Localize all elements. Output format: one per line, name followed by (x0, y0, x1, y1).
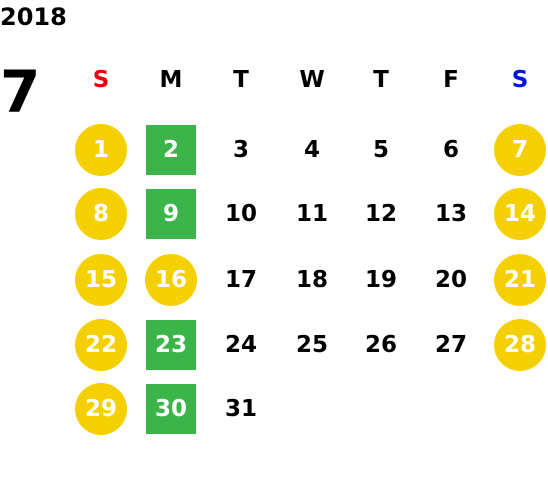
calendar-day[interactable]: 29 (75, 383, 127, 435)
calendar-day[interactable]: 23 (146, 320, 196, 370)
calendar-day[interactable]: 30 (146, 384, 196, 434)
calendar-day[interactable]: 21 (494, 254, 546, 306)
calendar-day[interactable]: 20 (434, 267, 467, 293)
weekday-header: W (299, 67, 325, 93)
calendar-day[interactable]: 28 (494, 319, 546, 371)
weekday-header: F (443, 67, 459, 93)
calendar-day[interactable]: 31 (224, 396, 257, 422)
calendar-day[interactable]: 1 (75, 124, 127, 176)
weekday-header: M (159, 67, 183, 93)
calendar-day[interactable]: 12 (364, 201, 397, 227)
calendar-day[interactable]: 11 (295, 201, 328, 227)
weekday-header: S (511, 67, 529, 93)
calendar-year: 2018 (0, 3, 67, 31)
calendar-day[interactable]: 15 (75, 254, 127, 306)
weekday-header: T (373, 67, 389, 93)
calendar-day[interactable]: 19 (364, 267, 397, 293)
calendar-day[interactable]: 5 (372, 137, 389, 163)
calendar-day[interactable]: 8 (75, 188, 127, 240)
calendar-day[interactable]: 6 (442, 137, 459, 163)
calendar-day[interactable]: 2 (146, 125, 196, 175)
calendar-day[interactable]: 26 (364, 332, 397, 358)
calendar-day[interactable]: 3 (232, 137, 249, 163)
calendar-day[interactable]: 27 (434, 332, 467, 358)
calendar-day[interactable]: 22 (75, 319, 127, 371)
calendar-day[interactable]: 4 (303, 137, 320, 163)
calendar-day[interactable]: 18 (295, 267, 328, 293)
calendar-day[interactable]: 9 (146, 189, 196, 239)
calendar-day[interactable]: 13 (434, 201, 467, 227)
calendar-day[interactable]: 16 (145, 254, 197, 306)
calendar-day[interactable]: 24 (224, 332, 257, 358)
calendar-day[interactable]: 25 (295, 332, 328, 358)
calendar-day[interactable]: 10 (224, 201, 257, 227)
calendar-day[interactable]: 17 (224, 267, 257, 293)
calendar-day[interactable]: 14 (494, 188, 546, 240)
calendar-month: 7 (0, 58, 41, 126)
calendar-day[interactable]: 7 (494, 124, 546, 176)
weekday-header: S (92, 67, 110, 93)
weekday-header: T (233, 67, 249, 93)
